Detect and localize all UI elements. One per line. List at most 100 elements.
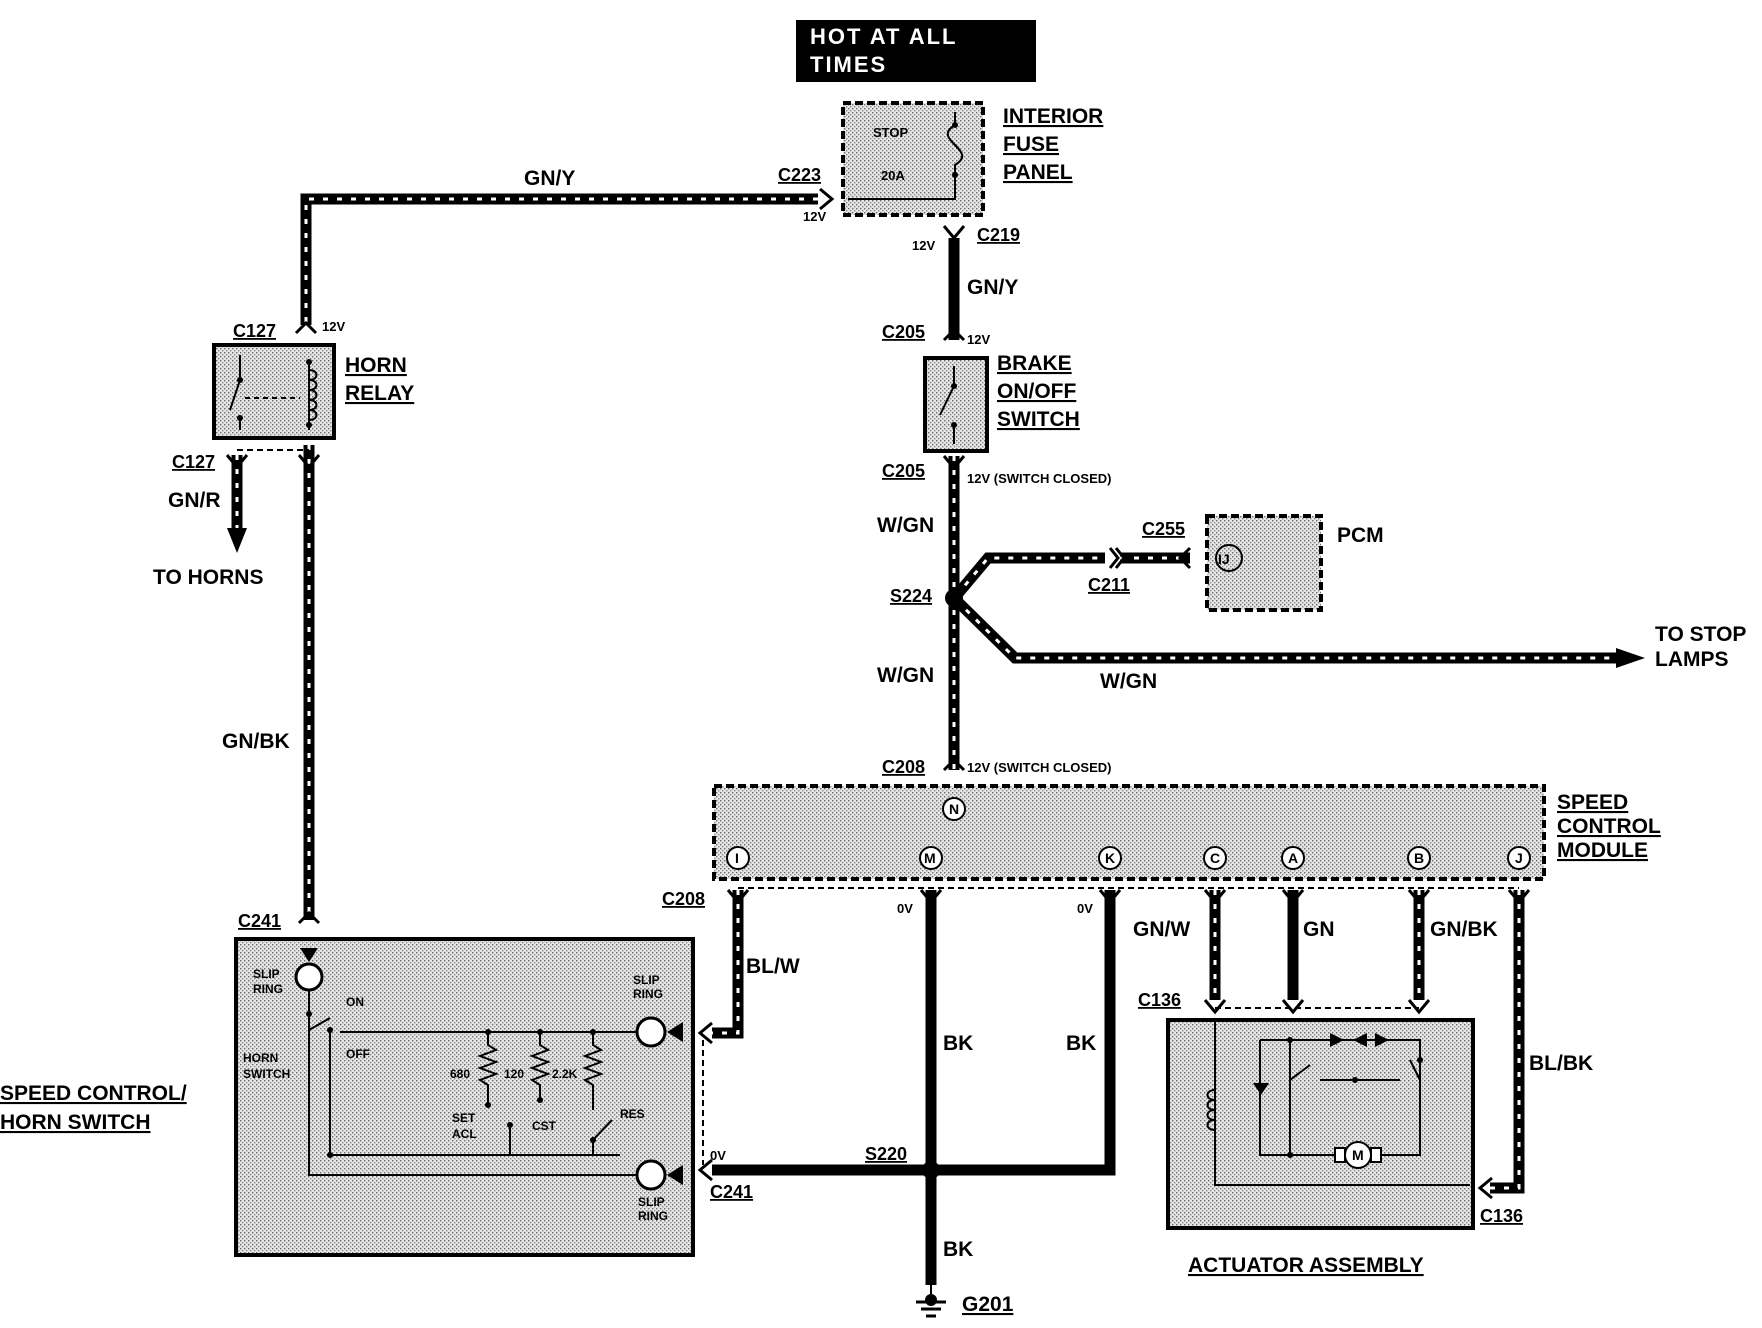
slip-ring-right-label-a: SLIP bbox=[633, 973, 660, 987]
svg-text:S220: S220 bbox=[865, 1144, 907, 1164]
svg-text:0V: 0V bbox=[897, 901, 913, 916]
svg-text:GN/R: GN/R bbox=[168, 489, 221, 512]
resistor-120-label: 120 bbox=[504, 1067, 524, 1081]
resistor-2-2k-label: 2.2K bbox=[552, 1067, 578, 1081]
svg-text:BL/BK: BL/BK bbox=[1529, 1052, 1593, 1075]
motor-label: M bbox=[1352, 1147, 1364, 1163]
module-pin-k: K bbox=[1098, 846, 1122, 870]
resistor-680-label: 680 bbox=[450, 1067, 470, 1081]
actuator-coil-icon bbox=[1206, 1089, 1216, 1131]
module-pin-b: B bbox=[1407, 846, 1431, 870]
slip-ring-bottom-label-a: SLIP bbox=[638, 1195, 665, 1209]
pcm-module: IJ bbox=[1205, 514, 1323, 612]
slip-ring-label-b: RING bbox=[253, 982, 283, 996]
diode-icon bbox=[1253, 1083, 1269, 1095]
module-pin-i: I bbox=[726, 846, 750, 870]
horn-relay-label-2: RELAY bbox=[345, 382, 414, 405]
module-pin-j: J bbox=[1507, 846, 1531, 870]
brake-switch-label-2: ON/OFF bbox=[997, 380, 1076, 403]
fuse-symbol-icon bbox=[946, 112, 964, 175]
svg-text:0V: 0V bbox=[710, 1148, 726, 1163]
banner-line-1: HOT AT ALL bbox=[810, 24, 958, 49]
svg-text:W/GN: W/GN bbox=[877, 514, 934, 537]
svg-text:C205: C205 bbox=[882, 322, 925, 342]
fuse-panel-label-3: PANEL bbox=[1003, 161, 1073, 184]
svg-text:C241: C241 bbox=[710, 1182, 753, 1202]
voltage-labels: 12V 12V 12V 12V 12V (SWITCH CLOSED) 12V … bbox=[322, 209, 1111, 1163]
svg-text:GN/BK: GN/BK bbox=[222, 730, 290, 753]
fuse-rating: 20A bbox=[881, 168, 905, 183]
switch-off-label: OFF bbox=[346, 1047, 370, 1061]
speed-control-module: N I M K C A B J bbox=[712, 784, 1546, 881]
svg-text:C208: C208 bbox=[662, 889, 705, 909]
wire-w-gn-pcm bbox=[951, 552, 1105, 600]
module-pin-a: A bbox=[1281, 846, 1305, 870]
wire-gn-y-horn-feed bbox=[300, 193, 818, 325]
svg-text:BK: BK bbox=[1066, 1032, 1096, 1055]
svg-text:C255: C255 bbox=[1142, 519, 1185, 539]
svg-text:BK: BK bbox=[943, 1238, 973, 1261]
resistor-120-icon bbox=[529, 1032, 551, 1100]
svg-text:J: J bbox=[1515, 850, 1523, 866]
to-stop-lamps-label-2: LAMPS bbox=[1655, 648, 1729, 671]
svg-text:W/GN: W/GN bbox=[1100, 670, 1157, 693]
svg-text:GN/Y: GN/Y bbox=[967, 276, 1018, 299]
svg-text:M: M bbox=[924, 850, 936, 866]
svg-text:C219: C219 bbox=[977, 225, 1020, 245]
svg-text:GN: GN bbox=[1303, 918, 1335, 941]
svg-text:A: A bbox=[1288, 850, 1298, 866]
wires bbox=[231, 193, 1618, 1285]
svg-text:C241: C241 bbox=[238, 911, 281, 931]
svg-text:GN/Y: GN/Y bbox=[524, 167, 575, 190]
module-label-2: CONTROL bbox=[1557, 815, 1661, 838]
arrow-to-horns-icon bbox=[227, 528, 247, 553]
pcm-pin: IJ bbox=[1218, 551, 1230, 567]
module-pin-m: M bbox=[919, 846, 943, 870]
actuator-label: ACTUATOR ASSEMBLY bbox=[1188, 1254, 1424, 1277]
wire-bl-w bbox=[712, 890, 744, 1039]
wire-w-gn-stop-lamps bbox=[952, 596, 1618, 664]
acl-label: ACL bbox=[452, 1127, 477, 1141]
fuse-panel-label-2: FUSE bbox=[1003, 133, 1059, 156]
horn-relay-label-1: HORN bbox=[345, 354, 407, 377]
module-pin-n: N bbox=[942, 797, 966, 821]
svg-text:12V: 12V bbox=[967, 332, 990, 347]
svg-text:W/GN: W/GN bbox=[877, 664, 934, 687]
slip-ring-bottom-label-b: RING bbox=[638, 1209, 668, 1223]
svg-text:12V: 12V bbox=[803, 209, 826, 224]
to-horns-label: TO HORNS bbox=[153, 566, 263, 589]
wire-color-labels: GN/Y GN/Y GN/R GN/BK W/GN W/GN W/GN BL/W… bbox=[168, 167, 1593, 1261]
module-label-3: MODULE bbox=[1557, 839, 1648, 862]
horn-switch-label-a: HORN bbox=[243, 1051, 278, 1065]
brake-switch-label-3: SWITCH bbox=[997, 408, 1080, 431]
svg-text:C127: C127 bbox=[233, 321, 276, 341]
svg-text:C205: C205 bbox=[882, 461, 925, 481]
to-stop-lamps-label-1: TO STOP bbox=[1655, 623, 1746, 646]
svg-text:C127: C127 bbox=[172, 452, 215, 472]
svg-text:S224: S224 bbox=[890, 586, 932, 606]
brake-on-off-switch bbox=[923, 356, 989, 453]
svg-text:12V (SWITCH CLOSED): 12V (SWITCH CLOSED) bbox=[967, 760, 1111, 775]
arrow-to-stop-lamps-icon bbox=[1616, 648, 1645, 668]
splice-s224 bbox=[945, 589, 963, 607]
svg-text:B: B bbox=[1414, 850, 1424, 866]
pcm-label: PCM bbox=[1337, 524, 1384, 547]
svg-text:GN/W: GN/W bbox=[1133, 918, 1190, 941]
slip-ring-arrow-icon bbox=[300, 948, 318, 962]
horn-switch-label-b: SWITCH bbox=[243, 1067, 290, 1081]
svg-text:0V: 0V bbox=[1077, 901, 1093, 916]
speed-horn-switch-label-2: HORN SWITCH bbox=[0, 1111, 151, 1134]
slip-ring-icon bbox=[294, 962, 324, 992]
svg-text:C136: C136 bbox=[1138, 990, 1181, 1010]
slip-ring-right-bottom-icon bbox=[635, 1159, 667, 1191]
cst-label: CST bbox=[532, 1119, 557, 1133]
fuse-panel-label-1: INTERIOR bbox=[1003, 105, 1103, 128]
speed-control-horn-switch: SLIP RING ON OFF HORN SWITCH 680 120 2.2… bbox=[234, 937, 695, 1257]
splice-s220 bbox=[922, 1161, 940, 1179]
svg-text:GN/BK: GN/BK bbox=[1430, 918, 1498, 941]
connector-labels: C223 C219 C127 C127 C205 C205 C255 C211 … bbox=[172, 165, 1523, 1226]
svg-text:12V: 12V bbox=[322, 319, 345, 334]
connector-marks bbox=[225, 187, 1531, 1200]
svg-text:12V: 12V bbox=[912, 238, 935, 253]
